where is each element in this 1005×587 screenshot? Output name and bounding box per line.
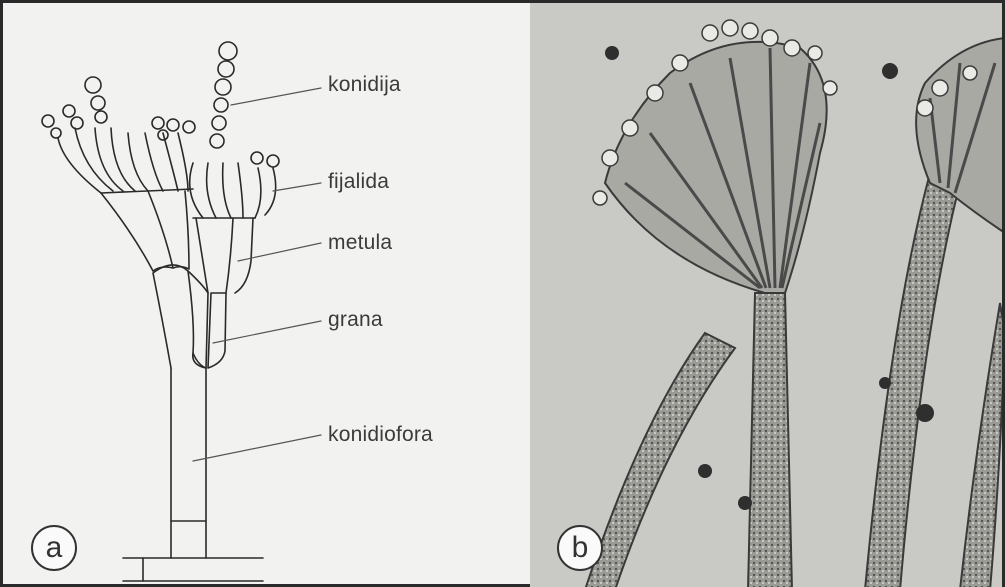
leader-conidiophore xyxy=(193,435,321,461)
micrograph-image xyxy=(530,3,1005,587)
substrate-hypha xyxy=(123,558,263,581)
label-phialide: fijalida xyxy=(328,170,389,194)
label-branch: grana xyxy=(328,308,383,332)
metulae-left xyxy=(101,191,189,271)
conidia-chains xyxy=(42,42,279,167)
leader-lines xyxy=(193,88,321,461)
leader-conidia xyxy=(231,88,321,105)
leader-phialide xyxy=(273,183,321,191)
conidiophore-stalk xyxy=(171,368,206,558)
panel-b-micrograph: b xyxy=(530,0,1005,587)
panel-a-drawing: konidija fijalida metula grana konidiofo… xyxy=(0,0,530,587)
branch-left-inner xyxy=(188,271,208,368)
penicillium-drawing xyxy=(3,3,530,587)
stalk-4 xyxy=(960,303,1005,587)
stalk-3 xyxy=(865,173,960,587)
metulae-right xyxy=(196,218,253,293)
label-conidiophore: konidiofora xyxy=(328,423,433,447)
panel-label-b: b xyxy=(557,525,603,571)
label-metula: metula xyxy=(328,231,392,255)
panel-label-a: a xyxy=(31,525,77,571)
phialides-right xyxy=(190,163,276,218)
leader-metula xyxy=(238,243,321,261)
phialides-left xyxy=(58,128,188,193)
leader-branch xyxy=(213,321,321,343)
branch-right xyxy=(193,293,226,368)
stalk-2 xyxy=(585,333,735,587)
stalk-1 xyxy=(748,293,792,587)
label-conidia: konidija xyxy=(328,73,401,97)
